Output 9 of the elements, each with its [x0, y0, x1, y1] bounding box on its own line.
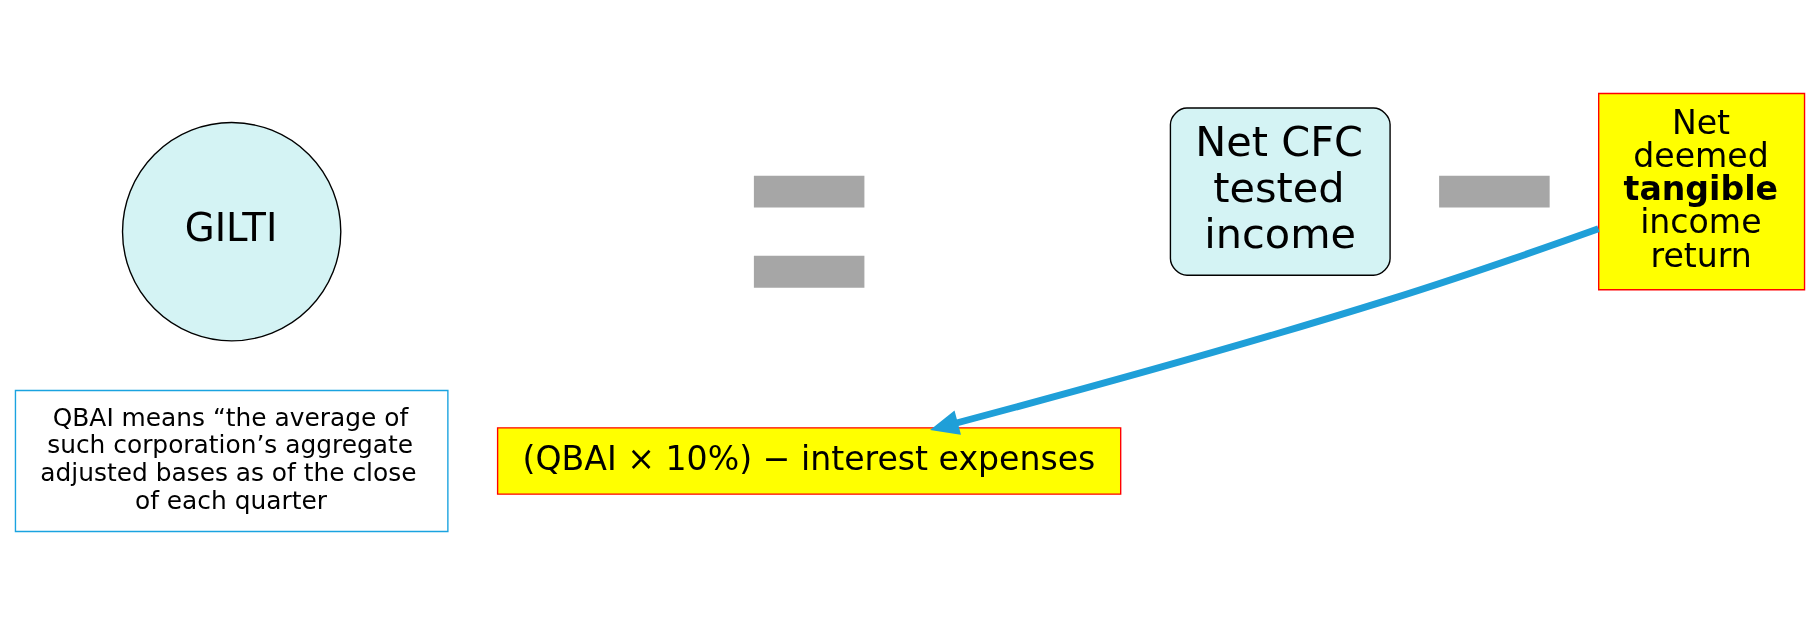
node-bar: [753, 255, 865, 288]
node-bar: [1439, 175, 1550, 208]
node-box: Net deemed tangible income return: [1598, 92, 1806, 291]
node-box: QBAI means “the average of such corporation’s aggregate adjusted bases as of the close of each quarter: [14, 389, 449, 533]
node-box: Net CFC tested income: [1169, 107, 1391, 276]
node-box: (QBAI × 10%) − interest expenses: [496, 427, 1122, 495]
node-circle: GILTI: [121, 121, 342, 342]
node-bar: [753, 175, 865, 208]
arrow: [930, 225, 1600, 435]
